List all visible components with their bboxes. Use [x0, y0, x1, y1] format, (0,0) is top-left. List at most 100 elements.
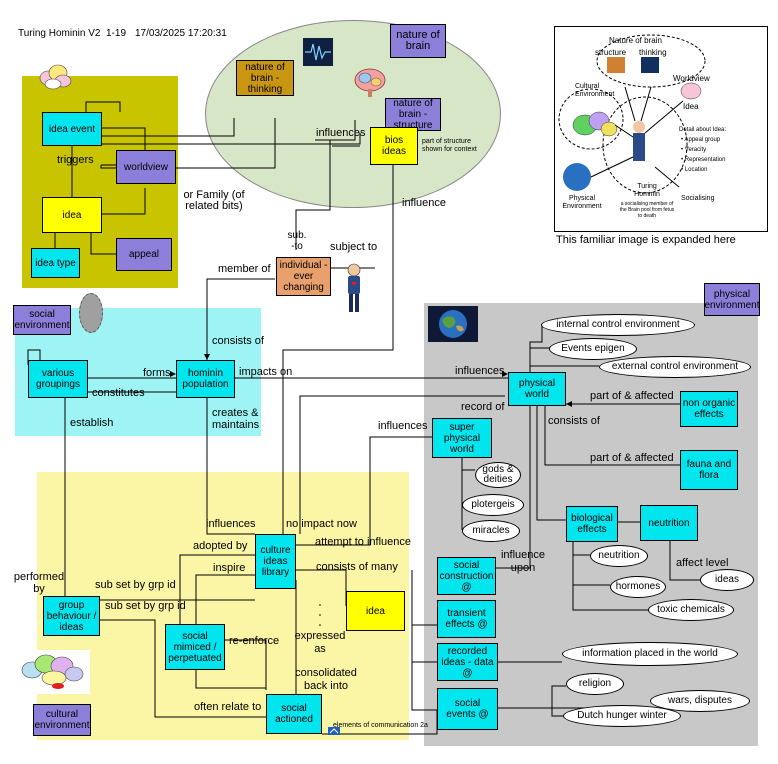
consists-of-2-label: consists of — [548, 415, 600, 427]
sub-set-2-label: sub set by grp id — [105, 600, 186, 612]
inset-socialising: Socialising — [681, 195, 715, 202]
adopted-by-label: adopted by — [193, 540, 248, 552]
inset-turing-hominin: Turing Hominin — [634, 183, 660, 198]
dutch-hunger-winter-oval[interactable]: Dutch hunger winter — [563, 705, 681, 727]
part-affected-1-label: part of & affected — [590, 390, 674, 402]
ideas-oval[interactable]: ideas — [700, 569, 754, 591]
fauna-flora-node[interactable]: fauna and flora — [680, 450, 738, 490]
influences-pw-label: influences — [455, 365, 505, 377]
inset-turing-desc: a socialising member of the Brain pool f… — [619, 201, 675, 219]
diagram-title: Turing Hominin V2 — [18, 28, 101, 39]
social-events-node[interactable]: social events @ — [437, 688, 498, 730]
internal-control-oval[interactable]: internal control environment — [541, 314, 695, 336]
inset-detail-1: • Veracity — [681, 147, 707, 153]
biological-effects-node[interactable]: biological effects — [566, 506, 618, 542]
super-physical-world-node[interactable]: super physical world — [432, 418, 492, 458]
impacts-on-label: impacts on — [239, 366, 293, 378]
physical-environment-node[interactable]: physical environment — [704, 283, 760, 316]
expressed-as-label: expressed as — [294, 630, 346, 655]
performed-by-label: performed by — [13, 571, 65, 595]
consolidated-label: consolidated back into — [295, 667, 357, 692]
idea-node[interactable]: idea — [42, 197, 102, 233]
worldview-node[interactable]: worldview — [116, 150, 176, 184]
inset-detail-2: • Representation — [681, 157, 726, 163]
nature-of-brain-thinking-node[interactable]: nature of brain - thinking — [236, 60, 294, 96]
bios-ideas-node[interactable]: bios ideas — [370, 127, 418, 165]
part-affected-2-label: part of & affected — [590, 452, 674, 464]
idea-library-node[interactable]: idea — [346, 591, 405, 631]
religion-oval[interactable]: religion — [566, 673, 624, 695]
creates-maintains-label: creates & maintains — [212, 407, 260, 431]
inset-nature-of-brain: Nature of brain — [609, 36, 662, 45]
re-enforce-label: re-enforce — [229, 635, 280, 647]
nature-of-brain-node[interactable]: nature of brain — [390, 24, 446, 58]
member-of-label: member of — [218, 263, 271, 275]
social-actioned-node[interactable]: social actioned — [266, 694, 322, 734]
forms-label: forms — [143, 367, 171, 379]
influence-label: influence — [402, 197, 447, 209]
inset-detail-title: Detail about Idea: — [679, 127, 727, 133]
cloud-icon — [39, 64, 72, 90]
appeal-node[interactable]: appeal — [116, 238, 172, 271]
often-relate-label: often relate to — [194, 701, 262, 713]
inset-thinking: thinking — [639, 48, 667, 57]
hormones-oval[interactable]: hormones — [610, 576, 666, 598]
wars-disputes-oval[interactable]: wars, disputes — [650, 690, 750, 712]
gods-deities-oval[interactable]: gods & deities — [475, 462, 521, 488]
plotergeis-oval[interactable]: plotergeis — [462, 494, 524, 516]
link-icon[interactable] — [328, 727, 340, 735]
inset-physical-env: Physical Environment — [562, 195, 602, 210]
influences-cl-label: influences — [206, 518, 256, 530]
inset-detail-0: • Appeal group — [681, 137, 721, 143]
brain-region-oval — [205, 20, 501, 208]
individual-node[interactable]: individual - ever changing — [276, 257, 331, 296]
consists-of-label: consists of — [212, 335, 264, 347]
triggers-label: triggers — [57, 154, 94, 166]
idea-type-node[interactable]: idea type — [31, 248, 80, 278]
inset-structure: structure — [595, 48, 627, 57]
cultural-environment-node[interactable]: cultural environment — [33, 704, 91, 736]
toxic-chemicals-oval[interactable]: toxic chemicals — [648, 599, 734, 621]
brain-wave-icon — [303, 38, 333, 66]
influences-top-label: influences — [316, 127, 366, 139]
nature-of-brain-structure-node[interactable]: nature of brain - structure — [385, 98, 441, 131]
page-number: 1-19 — [106, 28, 127, 39]
inspire-label: inspire — [213, 562, 246, 574]
transient-effects-node[interactable]: transient effects @ — [437, 600, 496, 638]
various-groupings-node[interactable]: various groupings — [28, 360, 88, 398]
social-grey-oval — [79, 293, 103, 333]
neutrition-oval[interactable]: neutrition — [590, 545, 648, 567]
inset-graphic — [558, 34, 706, 194]
recorded-ideas-node[interactable]: recorded ideas - data @ — [437, 643, 498, 681]
miracles-oval[interactable]: miracles — [462, 520, 520, 542]
neutrition-node[interactable]: neutrition — [640, 505, 698, 541]
information-placed-oval[interactable]: information placed in the world — [562, 642, 738, 666]
timestamp: 17/03/2025 17:20:31 — [135, 28, 227, 39]
idea-event-node[interactable]: idea event — [42, 112, 102, 146]
inset-idea: Idea — [683, 102, 699, 111]
consists-of-many-label: consists of many — [316, 561, 398, 573]
brain-icon — [354, 68, 386, 97]
non-organic-effects-node[interactable]: non organic effects — [680, 391, 738, 427]
inset-worldview: Worldview — [673, 74, 710, 83]
establish-label: establish — [70, 417, 114, 429]
part-of-structure-label: part of structure shown for context — [422, 138, 477, 153]
attempt-to-influence-label: attempt to influence — [315, 536, 412, 548]
culture-ideas-library-node[interactable]: culture ideas library — [255, 534, 296, 589]
sub-to-label: sub. -to — [287, 230, 307, 252]
inset-caption: This familiar image is expanded here — [556, 234, 736, 246]
social-environment-node[interactable]: social environment — [13, 305, 71, 335]
influence-upon-label: influence upon — [500, 549, 546, 574]
constitutes-label: constitutes — [92, 387, 145, 399]
social-construction-node[interactable]: social construction @ — [437, 557, 496, 595]
no-impact-now-label: no impact now — [286, 518, 357, 530]
social-mimiced-node[interactable]: social mimiced / perpetuated — [165, 624, 225, 670]
hominin-population-node[interactable]: hominin population — [176, 360, 235, 398]
physical-world-node[interactable]: physical world — [508, 372, 566, 406]
events-epigen-oval[interactable]: Events epigen — [549, 338, 637, 360]
inset-cultural-env: Cultural Environment — [575, 83, 615, 98]
external-control-oval[interactable]: external control environment — [599, 356, 751, 378]
group-behaviour-node[interactable]: group behaviour / ideas — [43, 596, 100, 636]
reference-inset: Nature of brain structure thinking World… — [554, 26, 768, 232]
